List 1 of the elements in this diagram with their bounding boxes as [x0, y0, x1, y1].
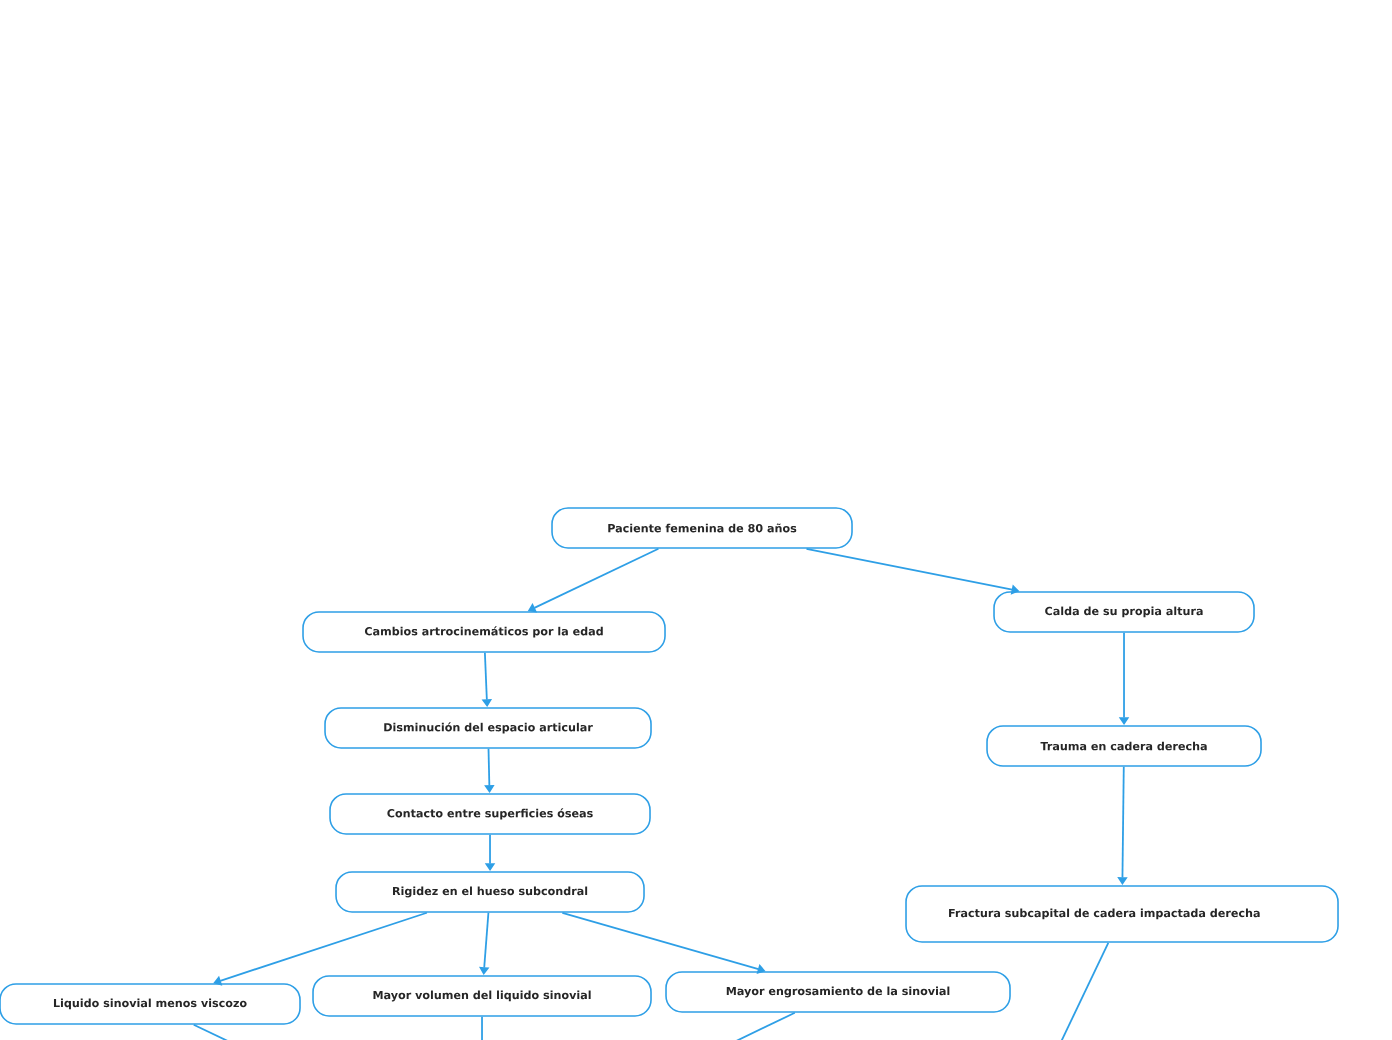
arrow	[213, 911, 428, 986]
